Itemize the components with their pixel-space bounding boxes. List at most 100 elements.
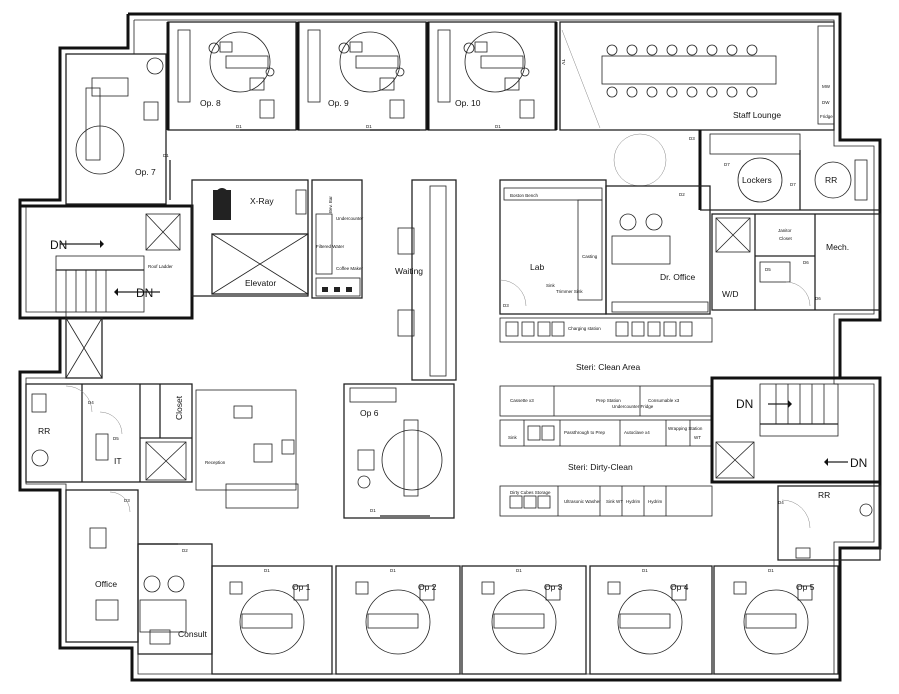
room-label-op2: Op 2 — [418, 582, 437, 592]
staff-lounge-walls — [559, 21, 835, 131]
door-label-d3-it: D3 — [124, 498, 130, 503]
door-label-d5-closet: D5 — [765, 267, 771, 272]
door-label-d4-rr: D4 — [88, 400, 94, 405]
door-label-d1-op9: D1 — [366, 124, 372, 129]
room-label-lockers: Lockers — [742, 175, 772, 185]
bottom-row-walls — [211, 565, 839, 675]
dental-chair-op4 — [607, 581, 687, 655]
room-label-rr-right: RR — [818, 490, 830, 500]
room-label-consult: Consult — [178, 629, 207, 639]
dental-chair-op5 — [733, 581, 813, 655]
door-label-d1-op2: D1 — [390, 568, 396, 573]
room-label-reception: Reception — [205, 460, 226, 465]
dental-chair-op3 — [481, 581, 561, 655]
corridor-connector — [65, 317, 103, 379]
reception-area — [195, 389, 299, 509]
room-label-janitor-closet: Closet — [779, 236, 793, 241]
room-label-op10: Op. 10 — [455, 98, 481, 108]
dental-chair-op2 — [355, 581, 435, 655]
dental-chair-op10 — [463, 31, 530, 93]
sink-steri-label: Sink — [508, 435, 518, 440]
op6-area — [343, 383, 455, 519]
passthrough-label: Passthrough to Prep — [564, 430, 606, 435]
boston-bench-label: Boston Bench — [510, 193, 539, 198]
room-label-op4: Op 4 — [670, 582, 689, 592]
door-label-d1-op4: D1 — [642, 568, 648, 573]
filtered-water-label: Filtered Water — [316, 244, 345, 249]
stool-op10 — [519, 99, 535, 119]
stair-label-dn-3: DN — [736, 397, 753, 411]
room-label-janitor: Janitor — [778, 228, 792, 233]
room-label-elevator: Elevator — [245, 278, 276, 288]
cassette-label: Cassette x3 — [510, 398, 534, 403]
door-label-d2-dr: D2 — [679, 192, 685, 197]
rr-right — [777, 485, 881, 561]
prep-station-label: Prep Station — [596, 398, 621, 403]
xray-elevator — [191, 179, 309, 297]
room-label-mech: Mech. — [826, 242, 849, 252]
room-label-op8: Op. 8 — [200, 98, 221, 108]
door-label-d1-op1: D1 — [264, 568, 270, 573]
door-label-d5-it: D5 — [113, 436, 119, 441]
dw-label: DW — [822, 100, 830, 105]
coffee-maker-label: Coffee Maker — [336, 266, 363, 271]
waiting-area — [397, 179, 457, 381]
door-label-d7-a: D7 — [724, 162, 730, 167]
room-label-dr-office: Dr. Office — [660, 272, 696, 282]
stair-label-dn-2: DN — [136, 286, 153, 300]
consumable-label: Consumable x3 — [648, 398, 680, 403]
room-label-op1: Op 1 — [292, 582, 311, 592]
dental-chair-op1 — [229, 581, 309, 655]
dental-chair-op8 — [208, 31, 275, 93]
room-label-closet: Closet — [174, 395, 184, 420]
wrapping-station-label: Wrapping Station — [668, 426, 703, 431]
door-label-d3-lounge: D3 — [689, 136, 695, 141]
door-label-d6-mech2: D6 — [815, 296, 821, 301]
undercounter-fridge-label: Undercounter Fridge — [612, 404, 654, 409]
door-label-d6-mech1: D6 — [803, 260, 809, 265]
stair-label-dn-1: DN — [50, 238, 67, 252]
ultrasonic-label: Ultrasonic Washer — [564, 499, 601, 504]
stairwell-top-left — [18, 204, 194, 320]
op7-area — [65, 53, 171, 205]
bev-bar-label: Bev. Bar — [328, 196, 333, 213]
door-swings — [65, 279, 811, 529]
stair-label-dn-4: DN — [850, 456, 867, 470]
tv-label: TV — [561, 59, 566, 65]
sink-wt-label: Sink WT — [606, 499, 623, 504]
room-label-xray: X-Ray — [250, 196, 274, 206]
door-label-d3-lab: D3 — [503, 303, 509, 308]
door-label-d1-op8: D1 — [236, 124, 242, 129]
room-label-wd: W/D — [722, 289, 739, 299]
door-label-d2-office: D2 — [182, 548, 188, 553]
hydrim-2-label: Hydrim — [648, 499, 663, 504]
mw-label: MW — [822, 84, 831, 89]
rr-it-closet — [25, 383, 193, 483]
sink-lab-label: Sink — [546, 283, 556, 288]
room-label-steri-clean: Steri: Clean Area — [576, 362, 641, 372]
door-label-d4-right: D4 — [778, 500, 784, 505]
steri-area — [499, 385, 713, 517]
door-label-d1-op10: D1 — [495, 124, 501, 129]
room-label-staff-lounge: Staff Lounge — [733, 110, 781, 120]
room-label-steri-dirty: Steri: Dirty-Clean — [568, 462, 633, 472]
room-label-office: Office — [95, 579, 117, 589]
casting-label: Casting — [582, 254, 598, 259]
room-label-op5: Op 5 — [796, 582, 815, 592]
room-label-it: IT — [114, 456, 122, 466]
charging-station-label: Charging station — [568, 326, 601, 331]
janitor-mech-walls — [711, 213, 881, 311]
lab-dr-office — [499, 179, 713, 343]
hydrim-1-label: Hydrim — [626, 499, 641, 504]
trimmer-label: Trimmer Sink — [556, 289, 583, 294]
door-label-d1-op3: D1 — [516, 568, 522, 573]
top-row-interior-walls — [166, 21, 558, 131]
lockers-rr-walls — [613, 130, 880, 211]
room-label-op3: Op 3 — [544, 582, 563, 592]
door-label-d1-op5: D1 — [768, 568, 774, 573]
wt-label: WT — [694, 435, 701, 440]
stool-op9 — [389, 99, 405, 119]
roof-ladder-label: Roof Ladder — [148, 264, 173, 269]
room-label-waiting: Waiting — [395, 266, 423, 276]
